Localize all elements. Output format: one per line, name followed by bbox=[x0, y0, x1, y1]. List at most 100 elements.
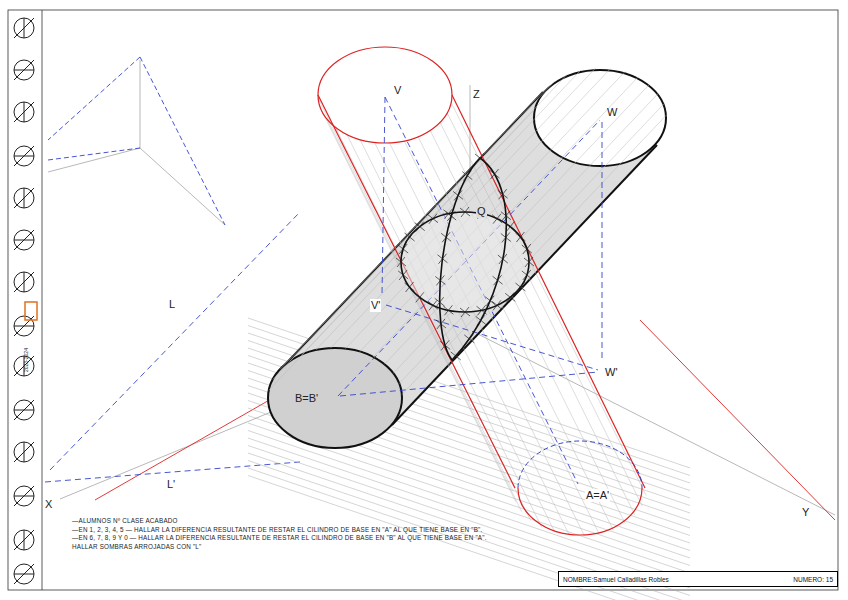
axis bbox=[140, 60, 141, 148]
axis bbox=[48, 148, 140, 172]
hidden-generator bbox=[280, 90, 545, 370]
logo-circle bbox=[14, 102, 34, 122]
note-text: HALLAR SOMBRAS ARROJADAS CON "L" bbox=[72, 543, 492, 550]
hidden-generator bbox=[302, 75, 567, 355]
tick-mark bbox=[515, 282, 525, 292]
logo-stroke bbox=[14, 60, 34, 80]
shadow-line bbox=[248, 431, 690, 581]
hidden-generator bbox=[402, 115, 667, 395]
hidden-generator bbox=[404, 141, 599, 534]
logo-stroke bbox=[14, 530, 34, 550]
dashed-line bbox=[382, 97, 385, 296]
hidden-generator bbox=[440, 122, 635, 515]
tick-mark bbox=[441, 232, 451, 242]
tick-mark bbox=[398, 244, 408, 254]
cylinder-a bbox=[318, 47, 645, 535]
logo-circle bbox=[14, 60, 34, 80]
base-a bbox=[518, 441, 642, 488]
point-label: W bbox=[607, 106, 617, 119]
tick-mark bbox=[440, 340, 450, 350]
logo-circle bbox=[14, 316, 34, 336]
tick-mark bbox=[522, 270, 532, 280]
logo-stroke bbox=[14, 486, 34, 506]
logo-circle bbox=[14, 400, 34, 420]
logo-circle bbox=[14, 230, 34, 250]
frame-line bbox=[42, 10, 43, 590]
intersection-curve bbox=[440, 158, 507, 360]
logo-stroke bbox=[14, 230, 34, 250]
tick-mark bbox=[492, 300, 502, 310]
tick-mark bbox=[462, 171, 472, 181]
tick-mark bbox=[460, 207, 470, 217]
dashed-line bbox=[338, 120, 600, 396]
dashed-line bbox=[386, 305, 598, 370]
point-label: L bbox=[169, 298, 175, 311]
tick-mark bbox=[438, 254, 448, 264]
generator bbox=[278, 92, 543, 372]
point-label: W' bbox=[604, 366, 618, 379]
point-label: B=B' bbox=[294, 392, 319, 405]
logo-circle bbox=[14, 146, 34, 166]
tick-mark bbox=[443, 305, 453, 315]
sheet-frame bbox=[8, 10, 838, 590]
point-label: A=A' bbox=[585, 489, 610, 502]
tick-mark bbox=[505, 222, 515, 232]
point-label: Z bbox=[473, 88, 480, 101]
tick-mark bbox=[428, 214, 438, 224]
axis bbox=[140, 148, 225, 225]
logo-circle bbox=[14, 272, 34, 292]
tick-mark bbox=[446, 211, 456, 221]
logo-circle bbox=[14, 564, 34, 584]
hidden-generator bbox=[347, 134, 542, 527]
logo-circle bbox=[14, 18, 34, 38]
intersection-curves bbox=[401, 158, 529, 360]
point-label: X bbox=[45, 498, 52, 511]
frame bbox=[8, 10, 838, 590]
tick-mark bbox=[498, 254, 508, 264]
logo-stroke bbox=[14, 442, 34, 462]
tick-mark bbox=[451, 351, 461, 361]
top-face bbox=[534, 70, 666, 166]
logo-stroke bbox=[14, 188, 34, 208]
tick-mark bbox=[476, 315, 486, 325]
logo-mark bbox=[25, 302, 37, 320]
tick-mark bbox=[396, 257, 406, 267]
tick-mark bbox=[493, 275, 503, 285]
name-field: NOMBRE:Samuel Calladillas Robles bbox=[563, 576, 669, 583]
trace-line bbox=[640, 320, 835, 520]
tick-mark bbox=[405, 282, 415, 292]
logo-stroke bbox=[14, 146, 34, 166]
hidden-generators bbox=[269, 68, 667, 536]
hidden-generator bbox=[393, 93, 658, 373]
shadow-hatch bbox=[248, 318, 690, 600]
y-axis bbox=[470, 330, 835, 515]
dashed-line bbox=[385, 97, 578, 484]
hidden-generator bbox=[418, 137, 613, 530]
tick-mark bbox=[524, 257, 534, 267]
logo-stroke bbox=[14, 564, 34, 584]
axis-sketch bbox=[48, 57, 225, 225]
dashed-line bbox=[48, 57, 225, 225]
tick-mark bbox=[435, 297, 445, 307]
tick-mark bbox=[460, 307, 470, 317]
tick-mark bbox=[464, 334, 474, 344]
logo-stroke bbox=[14, 18, 34, 38]
hidden-generator bbox=[375, 142, 570, 535]
tick-mark bbox=[453, 190, 463, 200]
hidden-generator bbox=[345, 69, 610, 349]
tick-mark bbox=[501, 232, 511, 242]
logo-circle bbox=[14, 530, 34, 550]
hidden-generator bbox=[290, 81, 555, 361]
tick-mark bbox=[436, 319, 446, 329]
tick-mark bbox=[489, 169, 499, 179]
logo-circle bbox=[14, 188, 34, 208]
dashed-line bbox=[602, 122, 603, 362]
tick-mark bbox=[475, 153, 485, 163]
logo-stroke bbox=[14, 102, 34, 122]
tick-mark bbox=[428, 300, 438, 310]
hidden-generator bbox=[321, 109, 516, 502]
tick-mark bbox=[505, 292, 515, 302]
base-arc bbox=[518, 488, 642, 535]
